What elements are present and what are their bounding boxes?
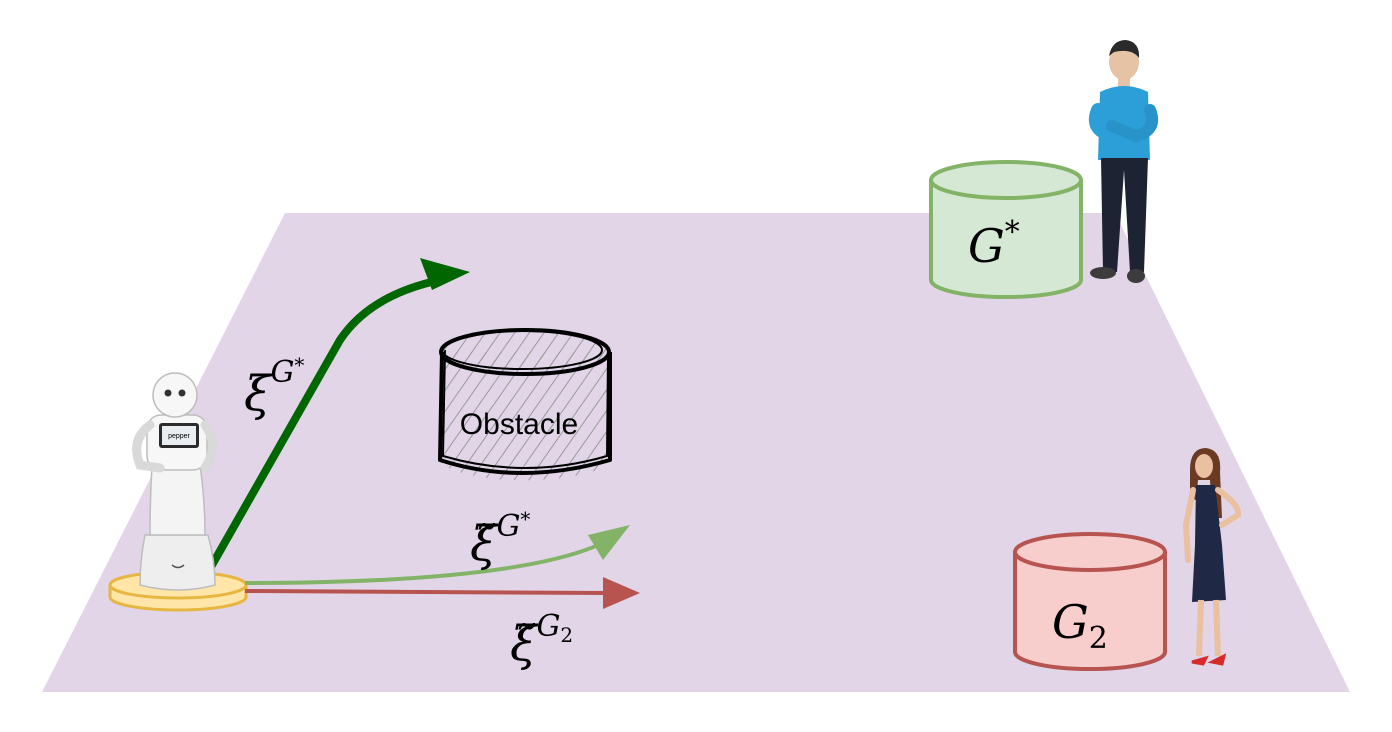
trajectory-tilde-g2-arrow bbox=[244, 577, 640, 609]
trajectory-tilde-true-label: ξ̃G* bbox=[470, 507, 530, 572]
woman-figure bbox=[1182, 448, 1242, 666]
trajectory-tilde-g2-label: ξ̃G2 bbox=[510, 609, 573, 672]
man-figure bbox=[1088, 40, 1159, 283]
obstacle-cylinder: Obstacle bbox=[438, 328, 612, 481]
goal-true-label: G* bbox=[968, 215, 1020, 273]
pepper-robot-figure: pepper bbox=[132, 372, 217, 591]
goal-2-label: G2 bbox=[1052, 595, 1108, 656]
goal-2-cylinder: G2 bbox=[1013, 532, 1167, 671]
goal-true-cylinder: G* bbox=[929, 160, 1083, 299]
robot-screen-text: pepper bbox=[168, 433, 190, 440]
trajectory-true-label: ξG* bbox=[244, 353, 304, 422]
trajectory-true-arrow bbox=[208, 258, 470, 569]
obstacle-label: Obstacle bbox=[460, 408, 578, 441]
trajectory-tilde-true-arrow bbox=[244, 525, 630, 585]
